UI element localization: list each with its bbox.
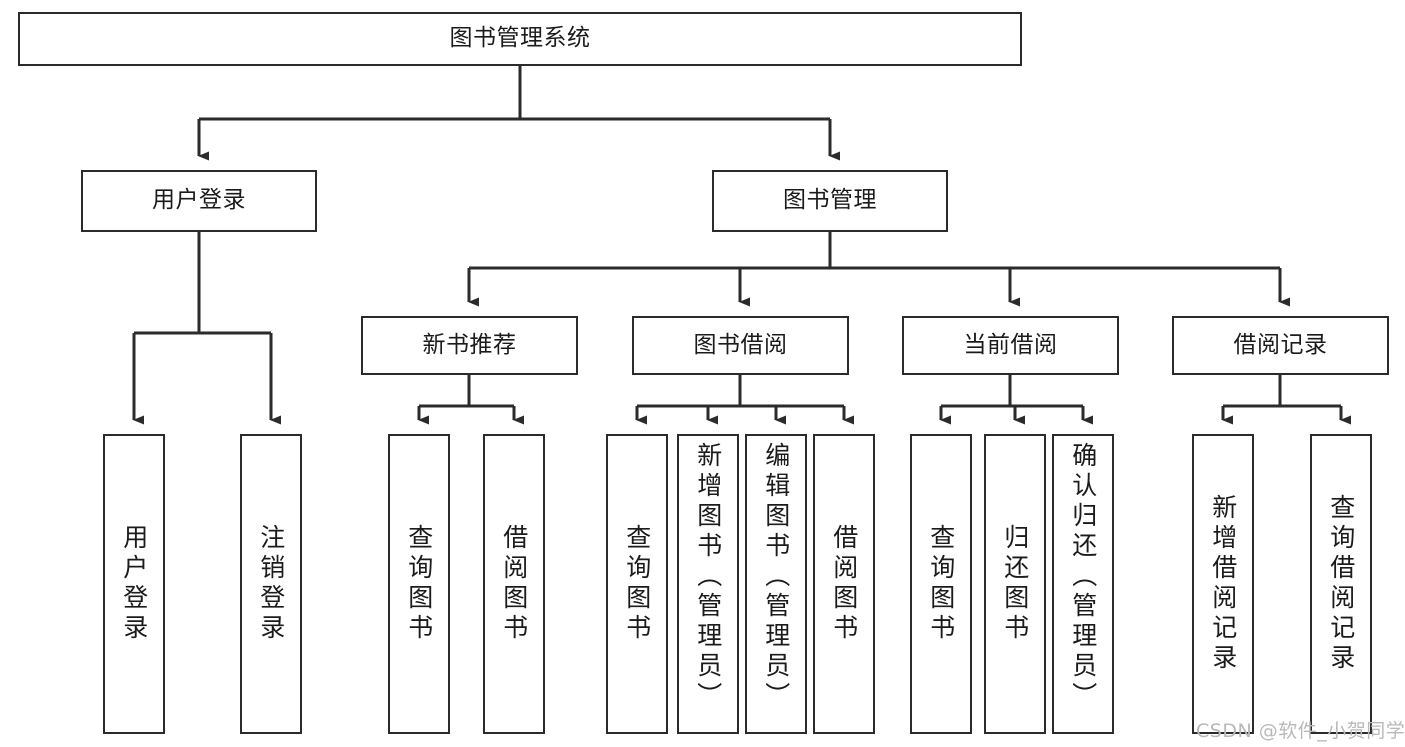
node-leaf-borrow-book-recommend[interactable]: 借阅图书: [483, 434, 545, 734]
node-leaf-query-book-recommend[interactable]: 查询图书: [388, 434, 450, 734]
node-leaf-user-login-label: 用户登录: [119, 524, 149, 644]
node-leaf-confirm-return-admin-label: 确认归还（管理员）: [1068, 442, 1098, 712]
node-leaf-query-borrow-record[interactable]: 查询借阅记录: [1310, 434, 1372, 734]
node-leaf-add-borrow-record-label: 新增借阅记录: [1208, 494, 1238, 674]
node-book-manage-label: 图书管理: [783, 187, 877, 214]
node-new-book-recommend[interactable]: 新书推荐: [361, 316, 578, 375]
node-leaf-borrow-book-recommend-label: 借阅图书: [499, 524, 529, 644]
node-leaf-query-book-current-label: 查询图书: [926, 524, 956, 644]
node-leaf-query-book-current[interactable]: 查询图书: [910, 434, 972, 734]
node-leaf-query-book-borrow-label: 查询图书: [622, 524, 652, 644]
node-borrow-record[interactable]: 借阅记录: [1172, 316, 1389, 375]
node-leaf-user-login[interactable]: 用户登录: [103, 434, 165, 734]
node-leaf-add-book-admin[interactable]: 新增图书（管理员）: [677, 434, 739, 734]
node-root-system-label: 图书管理系统: [449, 25, 591, 52]
node-leaf-logout[interactable]: 注销登录: [240, 434, 302, 734]
node-user-login-label: 用户登录: [152, 187, 246, 214]
node-root-system[interactable]: 图书管理系统: [18, 12, 1022, 66]
node-leaf-query-book-recommend-label: 查询图书: [404, 524, 434, 644]
node-borrow-record-label: 借阅记录: [1233, 331, 1328, 358]
node-leaf-query-borrow-record-label: 查询借阅记录: [1326, 494, 1356, 674]
node-book-borrow-label: 图书借阅: [693, 331, 788, 358]
node-new-book-recommend-label: 新书推荐: [422, 331, 517, 358]
node-leaf-edit-book-admin[interactable]: 编辑图书（管理员）: [745, 434, 807, 734]
node-leaf-confirm-return-admin[interactable]: 确认归还（管理员）: [1052, 434, 1114, 734]
node-leaf-return-book-label: 归还图书: [1000, 524, 1030, 644]
node-leaf-edit-book-admin-label: 编辑图书（管理员）: [761, 442, 791, 712]
node-book-borrow[interactable]: 图书借阅: [632, 316, 849, 375]
node-leaf-add-borrow-record[interactable]: 新增借阅记录: [1192, 434, 1254, 734]
node-leaf-borrow-book-borrow[interactable]: 借阅图书: [813, 434, 875, 734]
node-leaf-query-book-borrow[interactable]: 查询图书: [606, 434, 668, 734]
node-leaf-add-book-admin-label: 新增图书（管理员）: [693, 442, 723, 712]
node-current-borrow-label: 当前借阅: [963, 331, 1058, 358]
node-leaf-borrow-book-borrow-label: 借阅图书: [829, 524, 859, 644]
node-leaf-logout-label: 注销登录: [256, 524, 286, 644]
node-leaf-return-book[interactable]: 归还图书: [984, 434, 1046, 734]
node-user-login[interactable]: 用户登录: [81, 170, 317, 232]
node-book-manage[interactable]: 图书管理: [712, 170, 948, 232]
node-current-borrow[interactable]: 当前借阅: [902, 316, 1119, 375]
